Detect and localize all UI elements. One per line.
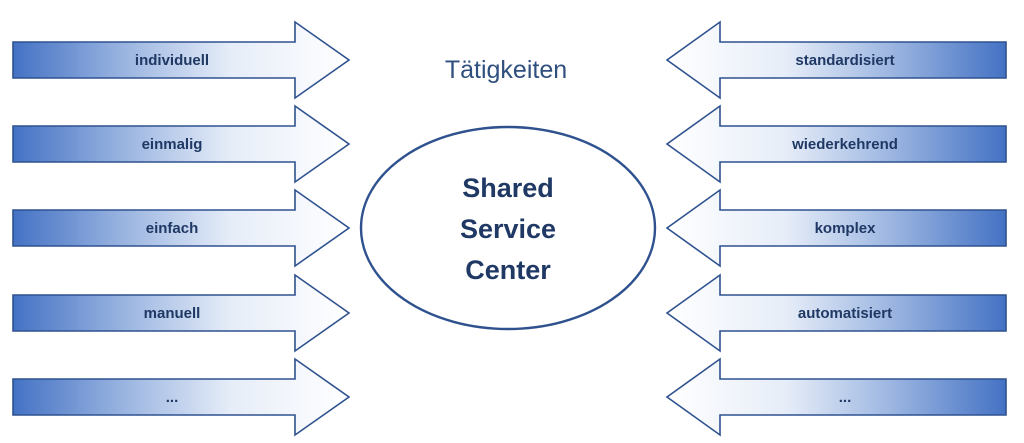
left-arrow-3: [12, 188, 351, 268]
center-line-2: Service: [460, 214, 556, 244]
left-arrow-4: [12, 273, 351, 353]
right-arrow-4: [665, 273, 1007, 353]
left-arrow-2: [12, 104, 351, 184]
right-arrow-1: [665, 20, 1007, 100]
left-arrow-label-1: individuell: [135, 52, 209, 69]
right-arrow-label-2: wiederkehrend: [791, 136, 898, 153]
left-arrow-1: [12, 20, 351, 100]
right-arrow-3: [665, 188, 1007, 268]
right-arrow-5: [665, 357, 1007, 437]
left-arrow-label-5: ...: [166, 389, 179, 406]
left-arrow-label-3: einfach: [146, 220, 199, 237]
right-arrow-2: [665, 104, 1007, 184]
left-arrow-5: [12, 357, 351, 437]
diagram-title: Tätigkeiten: [445, 56, 567, 84]
left-arrow-label-4: manuell: [144, 305, 201, 322]
center-line-3: Center: [465, 255, 551, 285]
right-arrow-label-1: standardisiert: [795, 52, 894, 69]
right-arrow-label-4: automatisiert: [798, 305, 892, 322]
right-arrow-group: standardisiert wiederkehrend komplex automa…: [665, 20, 1007, 437]
right-arrow-label-3: komplex: [815, 220, 877, 237]
left-arrow-group: individuell einmalig einfach manuell...: [12, 20, 351, 437]
center-ellipse: [359, 125, 657, 331]
center-line-1: Shared: [462, 173, 554, 203]
left-arrow-label-2: einmalig: [142, 136, 203, 153]
right-arrow-label-5: ...: [839, 389, 852, 406]
